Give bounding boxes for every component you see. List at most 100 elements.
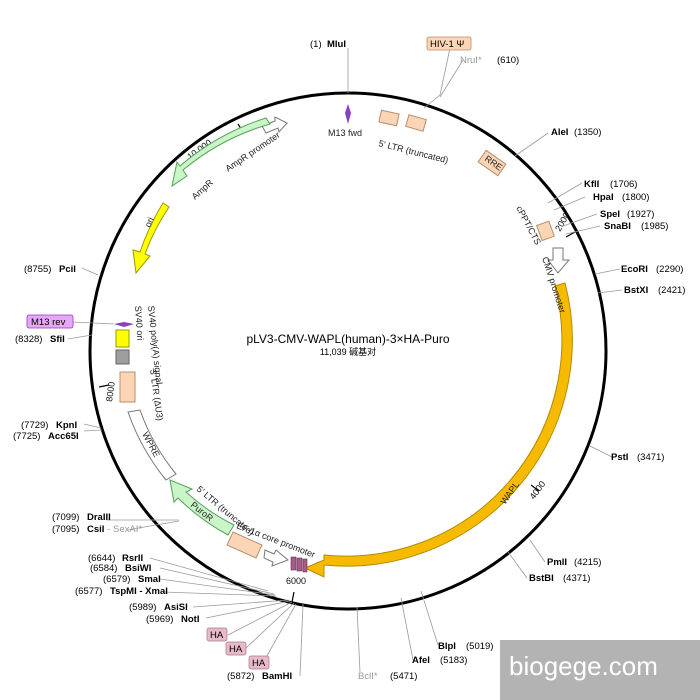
- tick-mark-6000: [291, 591, 295, 603]
- draiii-label: DraIII: [87, 512, 111, 523]
- hiv1-label: HIV-1 Ψ: [430, 39, 464, 50]
- csii-label: CsiI: [87, 524, 104, 535]
- ampr-feature[interactable]: [171, 117, 271, 188]
- watermark-box: [500, 640, 700, 700]
- smai-pos: (6579): [103, 574, 130, 585]
- kpni-label: KpnI: [56, 420, 77, 431]
- ha-label-1: HA: [210, 630, 224, 641]
- bamhi-label: BamHI: [262, 671, 292, 682]
- hiv1-badge: [426, 36, 472, 51]
- ltr3-feature[interactable]: [119, 371, 136, 403]
- position-ticks: [98, 123, 576, 603]
- ecori-pos: (2290): [656, 264, 683, 275]
- m13-rev-badge: [26, 314, 74, 329]
- ecori-label: EcoRI: [621, 264, 648, 275]
- m13-fwd-feature[interactable]: [345, 104, 351, 124]
- ampr-promoter-feature[interactable]: [261, 116, 288, 134]
- ha-label-2: HA: [229, 644, 243, 655]
- wpre-feature[interactable]: [127, 409, 177, 481]
- tick-label-8000: 8000: [104, 381, 117, 402]
- kfli-pos: (1706): [610, 179, 637, 190]
- alei-label: AleI: [551, 127, 568, 138]
- m13-rev-label: M13 rev: [31, 317, 66, 328]
- ltr5-top-feature-a[interactable]: [378, 109, 400, 127]
- spei-label: SpeI: [600, 209, 620, 220]
- bcli-pos: (5471): [390, 671, 417, 682]
- blpi-label: BlpI: [438, 641, 456, 652]
- cmv-promoter-feature[interactable]: [546, 247, 571, 274]
- kfli-label: KflI: [584, 179, 599, 190]
- afei-pos: (5183): [440, 655, 467, 666]
- alei-pos: (1350): [574, 127, 601, 138]
- watermark: biogege.com: [509, 651, 658, 681]
- asisi-pos: (5989): [129, 602, 156, 613]
- mlui-pos: (1): [310, 39, 322, 50]
- ltr5-top-feature-b[interactable]: [405, 114, 427, 132]
- tick-mark-2000: [565, 231, 576, 238]
- afei-label: AfeI: [412, 655, 430, 666]
- rsrii-label: RsrII: [122, 553, 143, 564]
- m13-fwd-label: M13 fwd: [328, 128, 362, 138]
- bsiwi-label: BsiWI: [125, 563, 151, 574]
- m13-rev-feature[interactable]: [114, 322, 134, 327]
- pmli-label: PmlI: [547, 557, 567, 568]
- hpai-label: HpaI: [593, 192, 614, 203]
- mlui-label: MluI: [327, 39, 346, 50]
- cppt-cts-feature[interactable]: [535, 220, 555, 242]
- ha-badge-1: [206, 627, 228, 642]
- bstbi-pos: (4371): [563, 573, 590, 584]
- rsrii-pos: (6644): [88, 553, 115, 564]
- kpni-pos: (7729): [21, 420, 48, 431]
- bstbi-label: BstBI: [529, 573, 554, 584]
- ampr-label: AmpR: [190, 177, 216, 201]
- pcii-label: PciI: [59, 264, 76, 275]
- bcli-label: BclI*: [358, 671, 378, 682]
- psti-pos: (3471): [637, 452, 664, 463]
- tick-label-2000: 2000: [553, 211, 572, 233]
- tick-label-4000: 4000: [528, 479, 548, 501]
- sv40-ori-feature[interactable]: [115, 329, 130, 348]
- plasmid-name: pLV3-CMV-WAPL(human)-3×HA-Puro: [246, 332, 449, 346]
- spei-pos: (1927): [627, 209, 654, 220]
- ltr5-bottom-feature[interactable]: [226, 531, 263, 559]
- nrui-pos: (610): [497, 55, 519, 66]
- csii-pos: (7095): [52, 524, 79, 535]
- bsiwi-pos: (6584): [90, 563, 117, 574]
- ha-tag-feature[interactable]: [290, 556, 308, 573]
- noti-pos: (5969): [146, 614, 173, 625]
- snabi-pos: (1985): [641, 221, 668, 232]
- psti-label: PstI: [611, 452, 628, 463]
- tick-label-6000: 6000: [286, 576, 306, 586]
- sexai-label: SexAI*: [113, 524, 142, 535]
- puror-feature[interactable]: [169, 479, 235, 536]
- sv40-ori-label: SV40 ori: [133, 305, 145, 340]
- draiii-pos: (7099): [52, 512, 79, 523]
- asisi-label: AsiSI: [164, 602, 188, 613]
- bstxi-pos: (2421): [658, 285, 685, 296]
- plasmid-length: 11,039 碱基对: [320, 346, 376, 357]
- bamhi-pos: (5872): [227, 671, 254, 682]
- leader-lines: [67, 47, 623, 677]
- blpi-pos: (5019): [466, 641, 493, 652]
- hpai-pos: (1800): [622, 192, 649, 203]
- ef1a-promoter-feature[interactable]: [263, 549, 289, 567]
- sfii-label: SfiI: [50, 334, 65, 345]
- rre-feature[interactable]: [477, 149, 507, 177]
- sfii-pos: (8328): [15, 334, 42, 345]
- csii-sexai-sep: -: [107, 524, 110, 535]
- tspmi-label: TspMI - XmaI: [110, 586, 168, 597]
- acc65i-label: Acc65I: [48, 431, 79, 442]
- pmli-pos: (4215): [574, 557, 601, 568]
- smai-label: SmaI: [138, 574, 161, 585]
- ha-label-3: HA: [252, 658, 266, 669]
- ori-feature[interactable]: [132, 202, 170, 275]
- bstxi-label: BstXI: [624, 285, 648, 296]
- ltr5-top-label: 5' LTR (truncated): [378, 138, 450, 165]
- ha-badge-3: [248, 655, 270, 670]
- pcii-pos: (8755): [24, 264, 51, 275]
- noti-label: NotI: [181, 614, 199, 625]
- sv40-polya-feature[interactable]: [115, 349, 130, 365]
- ori-label: ori: [143, 216, 156, 229]
- ha-badge-2: [225, 641, 247, 656]
